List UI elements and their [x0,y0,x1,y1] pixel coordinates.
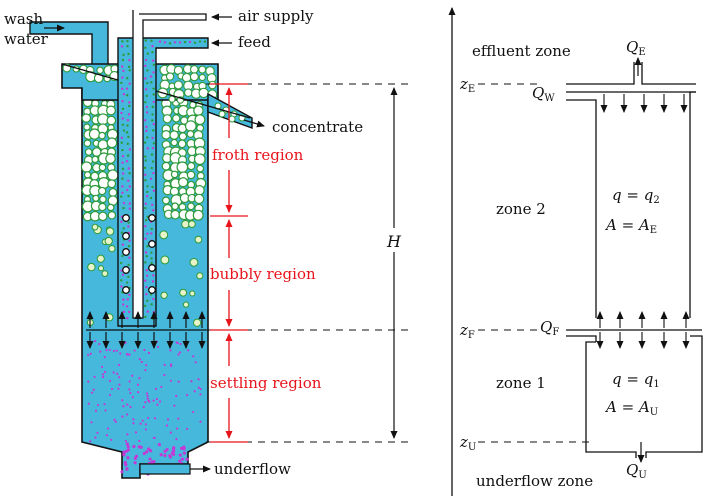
svg-text:zF: zF [459,321,475,341]
chute-froth [214,102,246,123]
froth-region-label: froth region [212,146,304,164]
zE-label: zE [459,75,475,95]
svg-text:zE: zE [459,75,475,95]
bubbly-region-label: bubbly region [210,265,316,283]
svg-text:QU: QU [626,461,647,481]
underflow-pipe [139,463,191,475]
feed-distribution-arrows [596,311,690,349]
wash-water-distribution-arrows [600,94,688,113]
svg-text:QW: QW [532,84,555,104]
zF-label: zF [459,321,475,341]
feed-particles [119,39,207,320]
concentrate-label: concentrate [272,118,363,136]
zU-label: zU [459,433,476,453]
height-label: H [386,232,402,251]
QU-label: QU [626,461,647,481]
feed-dispersion-arrows [86,311,206,349]
svg-text:QE: QE [626,38,646,58]
flotation-column: wash water air supply feed concentrate u… [4,7,363,479]
zone-model: effluent zone zone 2 zone 1 underflow zo… [448,7,703,496]
zone2-q-formula: q = q2 [612,186,660,206]
QW-label: QW [532,84,555,104]
zone1-q-formula: q = q1 [612,370,660,390]
underflow-zone-label: underflow zone [476,472,593,490]
wash-label: wash [4,10,43,28]
effluent-zone-label: effluent zone [472,42,571,60]
air-supply-label: air supply [238,7,314,25]
svg-text:q = q1: q = q1 [612,370,660,390]
feed-label: feed [238,33,271,51]
svg-text:A = AE: A = AE [604,216,657,236]
region-markers: froth region bubbly region settling regi… [206,83,414,443]
zone1-outline [566,335,703,458]
air-tube [132,10,207,319]
zone2-A-formula: A = AE [604,216,657,236]
launder-froth [62,63,218,104]
settling-region-label: settling region [210,374,322,392]
water-label: water [4,30,49,48]
concentrate-chute [207,92,253,129]
underflow-label: underflow [214,460,291,478]
svg-text:QF: QF [540,318,559,338]
svg-text:A = AU: A = AU [604,398,658,418]
zone1-label: zone 1 [496,374,546,392]
QF-label: QF [540,318,559,338]
svg-text:q = q2: q = q2 [612,186,660,206]
bubbly-region-bubbles [86,214,204,327]
zone2-outline [566,62,696,318]
QE-label: QE [626,38,646,58]
concentrate-arrow [243,119,265,128]
svg-text:zU: zU [459,433,476,453]
zone2-label: zone 2 [496,200,546,218]
zone1-A-formula: A = AU [604,398,658,418]
